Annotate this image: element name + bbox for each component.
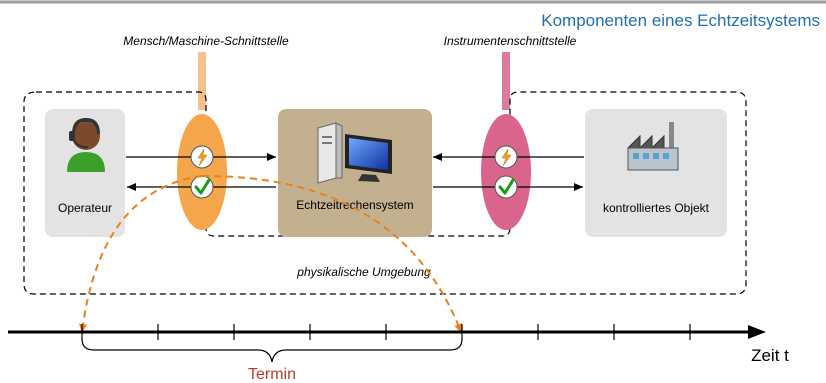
lightning-icon bbox=[494, 145, 518, 169]
instrument-interface-strip bbox=[502, 52, 510, 110]
operator-label: Operateur bbox=[58, 201, 112, 215]
instrument-interface bbox=[481, 114, 531, 230]
factory-icon bbox=[627, 122, 679, 171]
operator-box bbox=[45, 109, 125, 237]
physical-environment-outline bbox=[23, 91, 747, 295]
time-axis bbox=[8, 324, 766, 340]
computer-workstation-icon bbox=[317, 122, 392, 184]
controlled-object-box bbox=[585, 109, 727, 237]
lightning-icon bbox=[190, 145, 214, 169]
operator-headset-icon bbox=[67, 118, 105, 172]
instrument-interface-label: Instrumentenschnittstelle bbox=[444, 34, 577, 48]
realtime-system-label: Echtzeitrechensystem bbox=[296, 198, 413, 212]
hmi-interface-strip bbox=[198, 52, 206, 110]
slide-title: Komponenten eines Echtzeitsystems bbox=[541, 11, 820, 30]
time-axis-label: Zeit t bbox=[751, 346, 789, 365]
check-mark-icon bbox=[190, 175, 214, 199]
hmi-interface bbox=[177, 114, 227, 230]
hmi-interface-label: Mensch/Maschine-Schnittstelle bbox=[123, 34, 289, 48]
response-arrow-left bbox=[79, 175, 203, 333]
physical-environment-label: physikalische Umgebung bbox=[296, 265, 431, 279]
response-arrow-right bbox=[201, 174, 462, 333]
realtime-system-box bbox=[278, 109, 432, 237]
controlled-object-label: kontrolliertes Objekt bbox=[603, 201, 710, 215]
check-mark-icon bbox=[494, 175, 518, 199]
deadline-label: Termin bbox=[248, 366, 296, 383]
deadline-brace bbox=[81, 338, 463, 363]
